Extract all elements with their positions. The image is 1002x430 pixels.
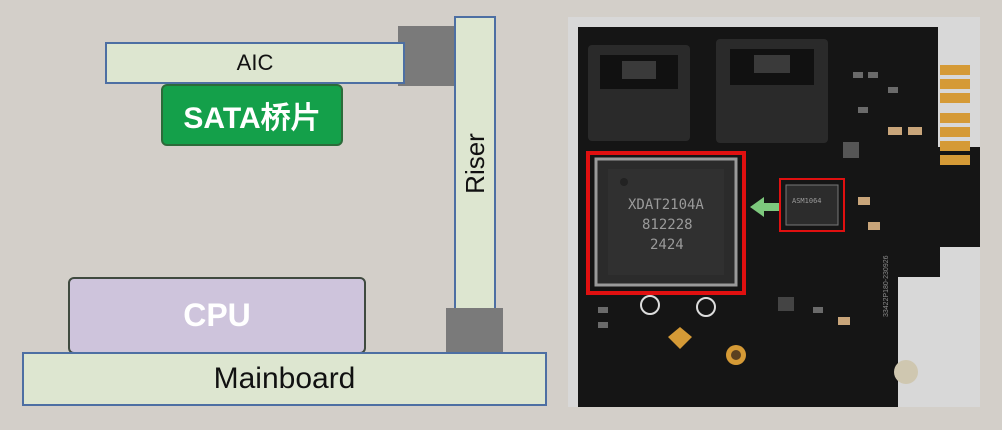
ce-logo-icon xyxy=(640,295,660,315)
sata-bridge-chip: XDAT2104A 812228 2424 xyxy=(594,157,738,287)
sata-connector-left xyxy=(588,45,690,141)
arrow-icon xyxy=(750,197,780,217)
aic-slot-connector xyxy=(398,26,458,86)
pcb-photo: XDAT2104A 812228 2424 ASM1064 33422P180-… xyxy=(568,17,980,407)
pcb-marking: 33422P180-230926 xyxy=(883,255,890,317)
riser-slot-connector xyxy=(446,308,503,354)
mainboard-label: Mainboard xyxy=(213,362,356,395)
sata-bridge-label: SATA桥片 xyxy=(183,102,321,135)
smd-components xyxy=(598,72,922,328)
pcb-illustration: XDAT2104A 812228 2424 ASM1064 33422P180-… xyxy=(568,17,980,407)
cpu-block: CPU xyxy=(68,277,366,354)
original-small-chip: ASM1064 xyxy=(785,184,839,226)
riser-label: Riser xyxy=(459,133,490,194)
small-chip-marking: ASM1064 xyxy=(792,197,822,205)
sata-bridge-chip-block: SATA桥片 xyxy=(161,84,343,146)
highlight-box-main-chip xyxy=(586,151,746,295)
highlight-box-small-chip xyxy=(779,178,845,232)
gold-edge-fingers xyxy=(940,65,970,165)
recycle-logo-icon xyxy=(696,297,716,317)
cpu-label: CPU xyxy=(183,297,251,333)
chip-marking-line1: XDAT2104A xyxy=(628,197,704,213)
bracket-hole xyxy=(894,360,918,384)
sata-connector-right xyxy=(716,39,828,143)
aic-card: AIC xyxy=(105,42,405,84)
chip-marking-line2: 812228 xyxy=(642,217,693,233)
riser-card: Riser xyxy=(454,16,496,311)
chip-marking-line3: 2424 xyxy=(650,237,684,253)
gold-pad xyxy=(668,327,692,349)
mainboard-block: Mainboard xyxy=(22,352,547,406)
aic-label: AIC xyxy=(236,50,274,75)
